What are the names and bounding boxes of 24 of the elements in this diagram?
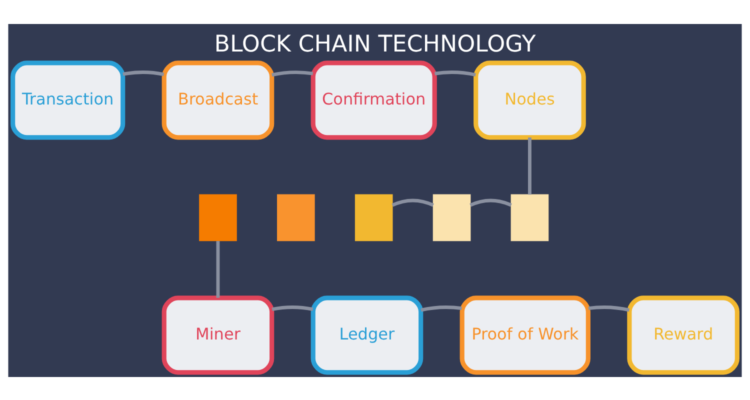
- node-box: [354, 194, 393, 241]
- node-box: Confirmation: [310, 60, 437, 140]
- node-box: [432, 194, 471, 241]
- connector: [392, 198, 434, 206]
- connector: [122, 70, 164, 76]
- node-box: Proof of Work: [460, 295, 590, 374]
- connector: [588, 305, 630, 312]
- connector: [216, 240, 220, 298]
- node-box: Transaction: [10, 60, 126, 140]
- node-box: [199, 194, 237, 241]
- connector: [434, 70, 476, 76]
- diagram-title: BLOCK CHAIN TECHNOLOGY: [214, 31, 536, 58]
- connector: [272, 70, 314, 76]
- connector: [528, 136, 532, 194]
- node-box: [277, 194, 315, 241]
- node-box: [510, 194, 549, 241]
- node-box: Miner: [162, 295, 274, 374]
- node-box: Broadcast: [162, 60, 274, 140]
- connector: [272, 305, 314, 311]
- connector: [470, 198, 512, 206]
- node-box: Reward: [627, 295, 740, 374]
- node-box: Nodes: [474, 60, 586, 140]
- node-box: Ledger: [310, 295, 424, 374]
- connector: [420, 305, 462, 312]
